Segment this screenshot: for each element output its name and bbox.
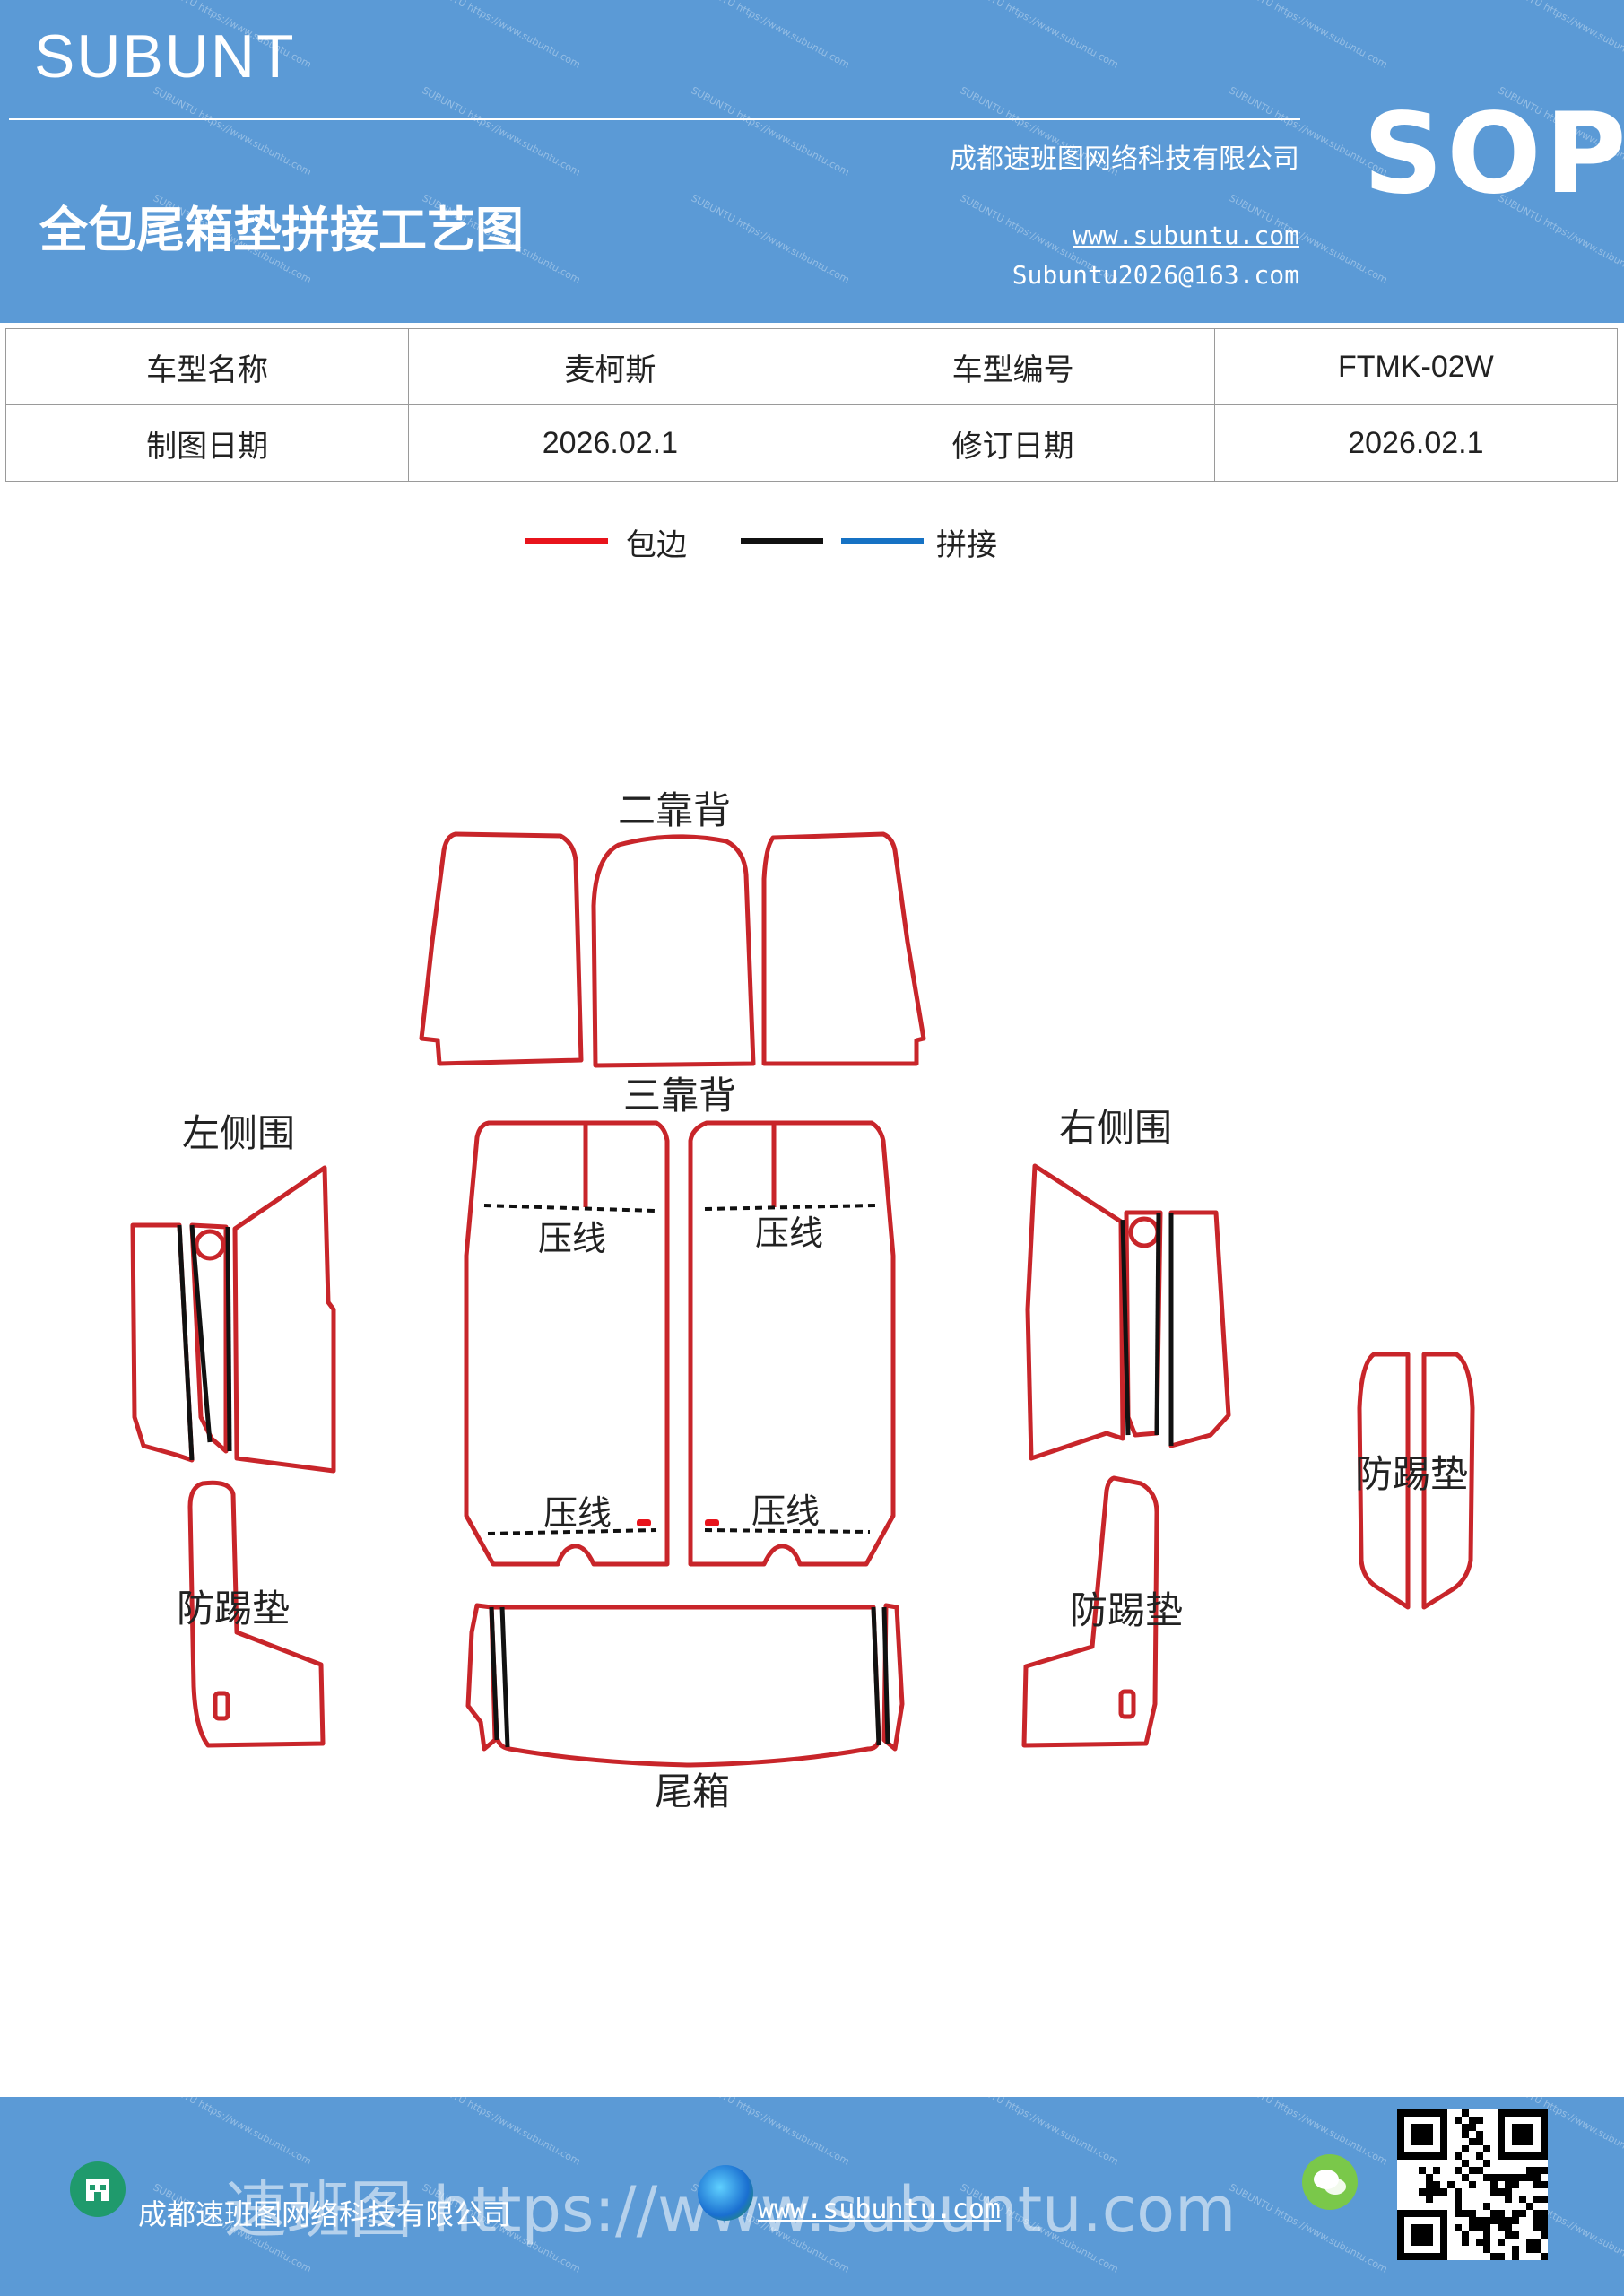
far-kick-mat-right: [1421, 1352, 1475, 1610]
footer-company-name: 成都速班图网络科技有限公司: [138, 2197, 512, 2231]
document-title: 全包尾箱垫拼接工艺图: [39, 201, 524, 258]
label-kick-far: 防踢垫: [1355, 1452, 1468, 1496]
label-press-line-bottom-left: 压线: [543, 1493, 612, 1533]
website-link[interactable]: www.subuntu.com: [1073, 221, 1299, 250]
table-cell: 车型编号: [811, 328, 1215, 405]
seam-markers: [637, 1519, 719, 1526]
label-trunk: 尾箱: [655, 1770, 730, 1813]
seam-marker-right: [705, 1519, 719, 1526]
label-press-line-top-right: 压线: [755, 1213, 823, 1253]
watermark-text: SUBUNTU https://www.subuntu.com: [151, 2097, 314, 2168]
brand-logo-text: SUBUNT: [34, 22, 296, 91]
globe-icon: [698, 2165, 753, 2221]
press-lines: [483, 1204, 876, 1535]
legend-label-join: 拼接: [936, 527, 997, 563]
watermark-text: SUBUNTU https://www.subuntu.com: [420, 2097, 583, 2168]
second-back-right-panel: [761, 831, 926, 1066]
wechat-icon: [1302, 2154, 1358, 2210]
watermark-text: SUBUNTU https://www.subuntu.com: [689, 2097, 852, 2168]
third-back-left-panel: [464, 1120, 670, 1567]
trunk-seam-right-1: [871, 1606, 881, 1746]
label-press-line-bottom-right: 压线: [751, 1492, 820, 1531]
header-divider: [9, 118, 1300, 120]
far-kick-mat-left: [1357, 1352, 1411, 1610]
company-icon: [70, 2161, 126, 2217]
seam-marker-left: [637, 1519, 651, 1526]
email-address: Subuntu2026@163.com: [1012, 260, 1299, 290]
right-kick-slot: [1118, 1689, 1136, 1719]
label-kick-left: 防踢垫: [177, 1587, 290, 1631]
vehicle-info-table: 车型名称 麦柯斯 车型编号 FTMK-02W 制图日期 2026.02.1 修订…: [4, 328, 1619, 482]
label-right-side: 右侧围: [1059, 1106, 1172, 1150]
press-line-top-left: [483, 1204, 656, 1213]
line-legend: 包边 拼接: [0, 520, 1624, 574]
table-cell: 修订日期: [811, 404, 1215, 482]
legend-swatch-seam: [741, 538, 823, 544]
left-side-seam-3: [225, 1226, 232, 1452]
press-line-top-right: [704, 1204, 876, 1211]
page-footer: SUBUNTU https://www.subuntu.com SUBUNTU h…: [0, 2097, 1624, 2296]
table-cell: FTMK-02W: [1213, 328, 1619, 405]
right-side-ring: [1128, 1216, 1160, 1248]
third-back-right-panel: [688, 1120, 896, 1567]
label-press-line-top-left: 压线: [538, 1219, 606, 1258]
left-side-panel-b: [189, 1222, 229, 1454]
left-side-seam-1: [177, 1224, 195, 1461]
trunk-mat-right-flap: [881, 1603, 905, 1752]
table-row: 车型名称 麦柯斯 车型编号 FTMK-02W: [4, 328, 1619, 405]
trunk-mat-body: [489, 1605, 881, 1768]
right-side-seam-1: [1120, 1219, 1131, 1436]
footer-website-link[interactable]: www.subuntu.com: [758, 2194, 1001, 2225]
table-cell: 车型名称: [4, 328, 410, 405]
table-cell: 制图日期: [4, 404, 410, 482]
legend-label-edge: 包边: [626, 527, 687, 563]
left-kick-slot: [213, 1691, 230, 1721]
right-side-panel-c: [1168, 1210, 1231, 1448]
table-cell: 2026.02.1: [408, 404, 812, 482]
legend-swatch-join: [841, 538, 924, 544]
right-side-panel-a: [1025, 1163, 1125, 1461]
company-name: 成都速班图网络科技有限公司: [950, 144, 1299, 175]
second-back-left-panel: [419, 831, 584, 1066]
right-side-seam-2: [1154, 1212, 1161, 1436]
right-kick-mat: [1021, 1475, 1159, 1748]
press-line-bottom-right: [704, 1528, 871, 1534]
table-row: 制图日期 2026.02.1 修订日期 2026.02.1: [4, 404, 1619, 482]
left-side-ring: [194, 1229, 226, 1261]
trunk-seam-left-2: [499, 1606, 510, 1748]
label-second-back: 二靠背: [618, 788, 731, 832]
trunk-seam-left-1: [489, 1606, 499, 1741]
left-side-panel-c: [232, 1165, 336, 1474]
edge-outlines: [130, 831, 1475, 1768]
table-cell: 麦柯斯: [408, 328, 812, 405]
trunk-seam-right-2: [881, 1606, 890, 1744]
left-side-seam-2: [189, 1224, 213, 1443]
sop-badge: SOP: [1363, 90, 1624, 219]
label-third-back: 三靠背: [623, 1074, 736, 1118]
label-left-side: 左侧围: [182, 1111, 295, 1155]
legend-swatch-edge: [525, 538, 608, 544]
label-kick-right: 防踢垫: [1070, 1588, 1183, 1632]
second-back-center-panel: [591, 834, 756, 1068]
qr-code: [1397, 2109, 1548, 2260]
watermark-text: SUBUNTU https://www.subuntu.com: [958, 2097, 1121, 2168]
press-line-bottom-left: [487, 1528, 657, 1535]
left-kick-mat: [187, 1480, 326, 1748]
seam-lines: [177, 1212, 1174, 1748]
table-cell: 2026.02.1: [1213, 404, 1619, 482]
